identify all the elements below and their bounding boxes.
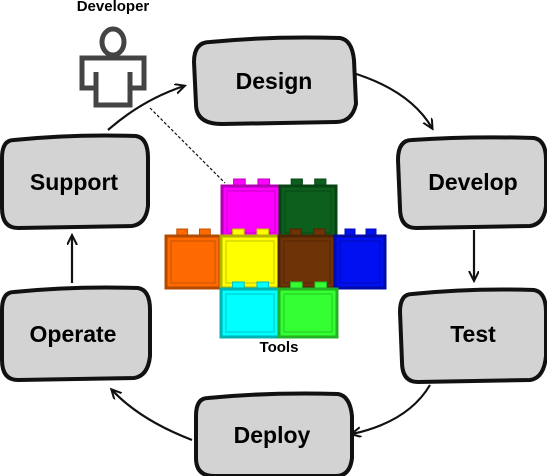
stage-support: Support [0, 133, 150, 231]
tool-block-yellow [219, 228, 281, 290]
stage-deploy-label: Deploy [234, 422, 311, 448]
developer-label: Developer [77, 0, 150, 15]
tools-label: Tools [260, 339, 299, 356]
stage-operate: Operate [0, 285, 152, 383]
stage-design: Design [191, 35, 359, 127]
arrow-design-to-develop [349, 70, 432, 128]
tool-block-cyan [219, 281, 281, 339]
stage-support-label: Support [30, 169, 118, 195]
arrow-deploy-to-operate [112, 390, 193, 442]
stage-test-label: Test [450, 321, 496, 347]
stage-operate-label: Operate [30, 321, 117, 347]
tool-block-dark-green [278, 178, 338, 240]
arrow-test-to-deploy [352, 384, 431, 434]
stage-deploy: Deploy [194, 391, 354, 476]
tools-blocks [164, 178, 387, 339]
stage-develop: Develop [395, 135, 547, 231]
arrow-support-to-design [107, 86, 184, 131]
tool-block-blue [333, 228, 387, 290]
tool-block-green [277, 281, 339, 339]
tool-block-brown [277, 228, 337, 290]
stage-test: Test [397, 287, 547, 385]
cycle-arrows [72, 70, 474, 442]
stage-develop-label: Develop [428, 169, 517, 195]
developer-icon [79, 26, 147, 108]
tool-block-orange [164, 228, 222, 290]
tool-block-magenta [220, 178, 282, 240]
stage-design-label: Design [236, 68, 313, 94]
developer-tools-connector [149, 107, 226, 184]
